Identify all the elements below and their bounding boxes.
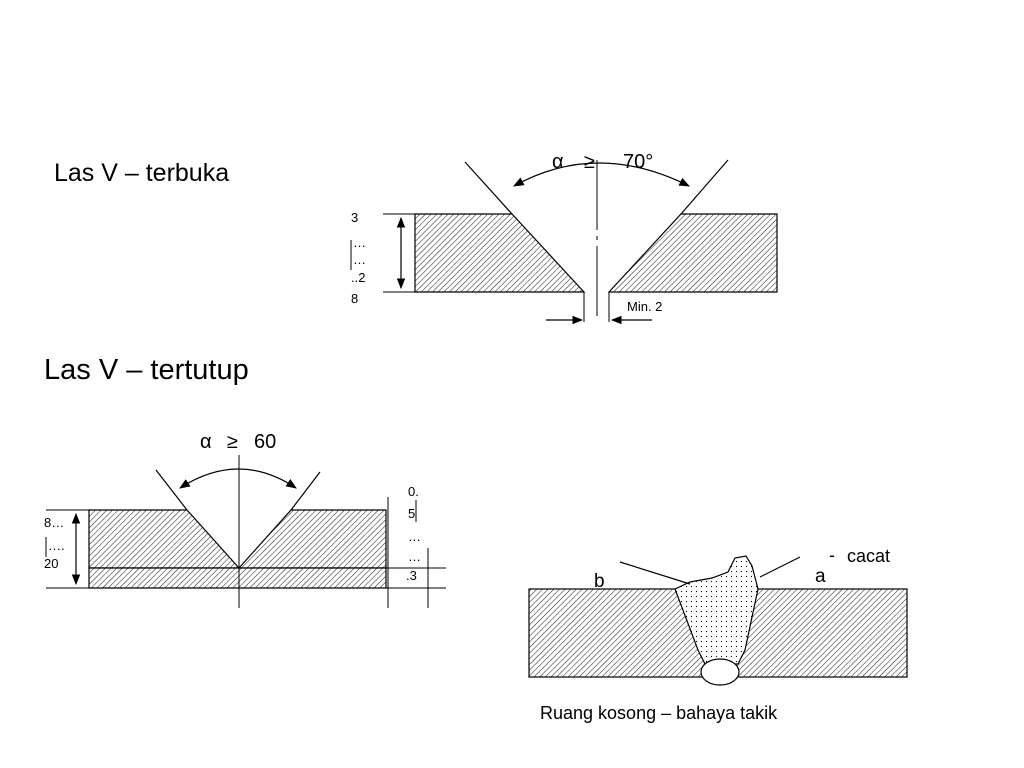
left-plate xyxy=(88,509,241,569)
angle-arc xyxy=(179,468,297,489)
right-plate xyxy=(607,213,778,293)
angle-arc xyxy=(513,162,690,187)
root-face-text-4: … xyxy=(408,549,421,564)
alpha-symbol: α xyxy=(200,431,212,453)
geq-symbol: ≥ xyxy=(584,151,595,173)
geq-symbol: ≥ xyxy=(227,431,238,453)
leader-line-a xyxy=(759,556,801,578)
right-bevel-extension xyxy=(290,471,321,511)
defect-word: cacat xyxy=(847,546,890,566)
weld-defect-diagram: b a - cacat Ruang kosong – bahaya takik xyxy=(528,545,908,723)
label-b: b xyxy=(594,571,605,592)
defect-caption: Ruang kosong – bahaya takik xyxy=(540,703,778,723)
closed-v-weld-diagram: α ≥ 60 8… …. 20 0. 5 … … .3 xyxy=(44,431,446,608)
thickness-text-1: 3 xyxy=(351,210,358,225)
right-plate xyxy=(237,509,387,569)
title-open-v-weld: Las V – terbuka xyxy=(54,159,229,187)
defect-dash: - xyxy=(829,545,835,565)
thickness-text-3: … xyxy=(353,252,366,267)
open-v-weld-diagram: α ≥ 70° 3 … … ..2 8 Min. 2 xyxy=(350,151,778,325)
alpha-symbol: α xyxy=(552,151,564,173)
thickness-text-3: 20 xyxy=(44,556,58,571)
thickness-text-2: …. xyxy=(48,538,65,553)
thickness-text-5: 8 xyxy=(351,291,358,306)
root-face-text-1: 0. xyxy=(408,484,419,499)
root-bead xyxy=(700,658,740,686)
root-strip xyxy=(88,567,387,589)
thickness-text-1: 8… xyxy=(44,515,64,530)
root-face-text-5: .3 xyxy=(406,568,417,583)
angle-value: 70° xyxy=(623,151,653,173)
left-bevel-extension xyxy=(464,161,513,215)
angle-value: 60 xyxy=(254,431,276,453)
left-bevel-extension xyxy=(155,469,188,511)
root-face-text-2: 5 xyxy=(408,506,415,521)
right-bevel-extension xyxy=(680,159,729,215)
root-face-text-3: … xyxy=(408,529,421,544)
leader-line-b xyxy=(619,561,691,585)
label-a: a xyxy=(815,566,826,587)
gap-label: Min. 2 xyxy=(627,299,662,314)
thickness-text-4: ..2 xyxy=(351,270,365,285)
left-plate xyxy=(414,213,586,293)
title-closed-v-weld: Las V – tertutup xyxy=(44,354,249,386)
thickness-text-2: … xyxy=(353,235,366,250)
